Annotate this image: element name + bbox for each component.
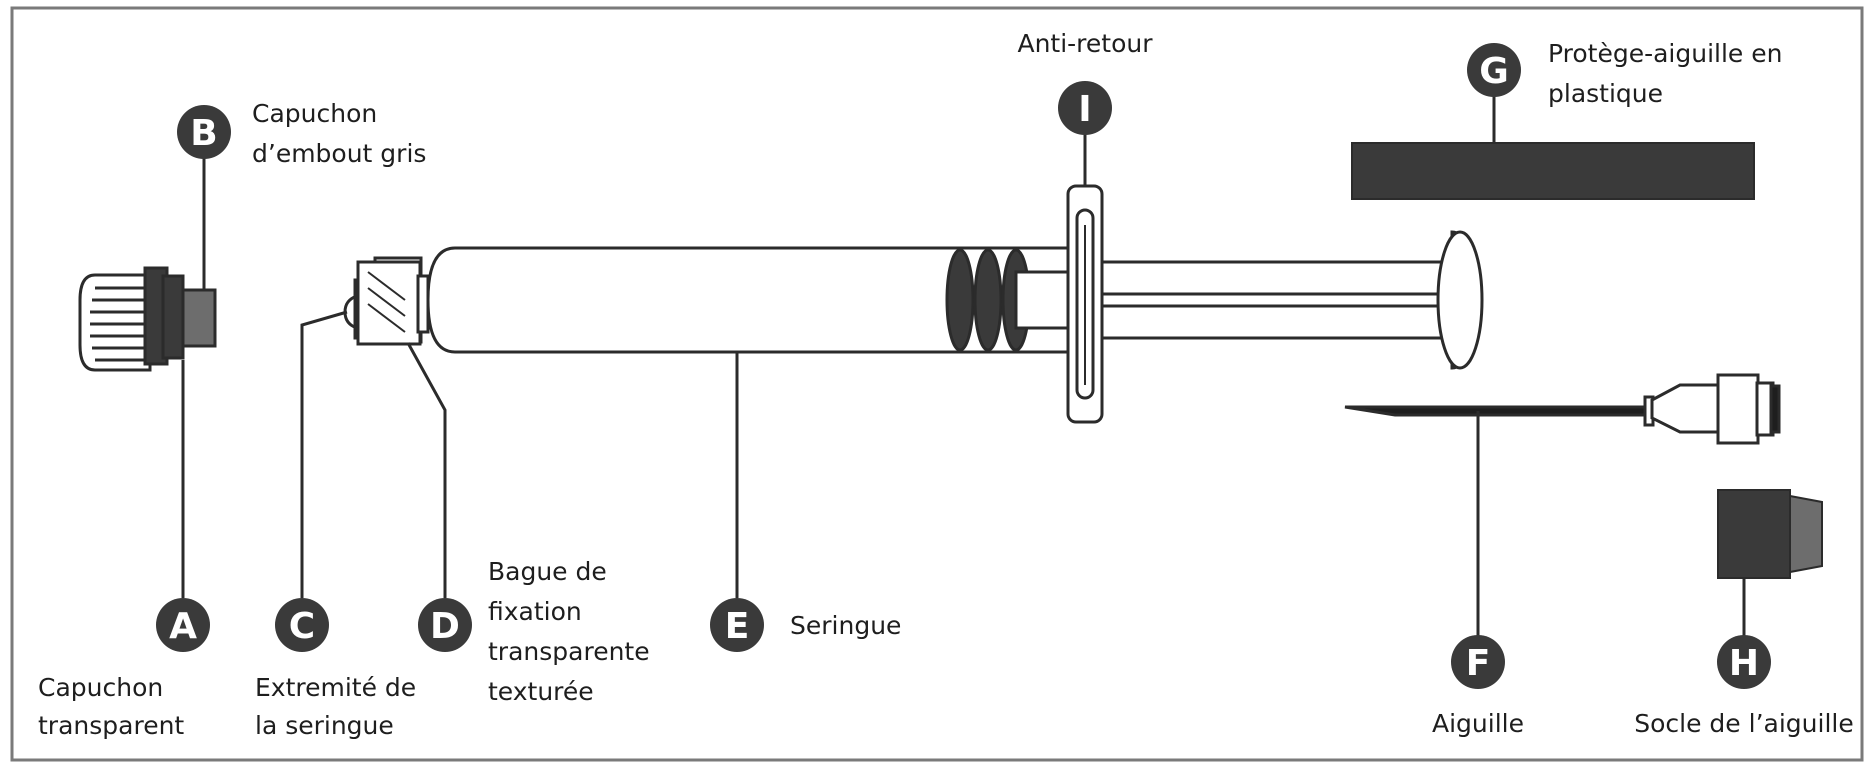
marker-E: E <box>710 598 764 652</box>
marker-G: G <box>1467 43 1521 97</box>
label-D-line-4: texturée <box>488 677 594 706</box>
marker-I-letter: I <box>1078 89 1091 130</box>
label-A: Capuchon transparent <box>38 673 184 740</box>
marker-F-letter: F <box>1466 643 1491 684</box>
label-A-line-1: Capuchon <box>38 673 163 702</box>
marker-G-letter: G <box>1479 51 1509 92</box>
marker-B-letter: B <box>190 113 217 154</box>
label-E-line-1: Seringue <box>790 611 901 640</box>
anti-return-flange <box>1066 184 1104 424</box>
needle <box>1344 373 1781 445</box>
diagram-frame <box>10 6 1864 762</box>
marker-C: C <box>275 598 329 652</box>
syringe-barrel <box>426 246 1078 354</box>
marker-D-letter: D <box>430 606 460 647</box>
marker-I: I <box>1058 81 1112 135</box>
label-G-line-1: Protège-aiguille en <box>1548 39 1783 68</box>
label-D-line-3: transparente <box>488 637 650 666</box>
label-E: Seringue <box>790 611 901 640</box>
marker-D: D <box>418 598 472 652</box>
label-I-line-1: Anti-retour <box>1017 29 1153 58</box>
label-D-line-2: fixation <box>488 597 582 626</box>
marker-A-letter: A <box>169 606 197 647</box>
label-C-line-2: la seringue <box>255 711 394 740</box>
label-G: Protège-aiguille en plastique <box>1548 39 1790 108</box>
needle-shield <box>1351 142 1755 200</box>
marker-E-letter: E <box>725 606 750 647</box>
label-F: Aiguille <box>1432 709 1524 738</box>
marker-H-letter: H <box>1729 643 1759 684</box>
cap-assembly <box>78 266 217 372</box>
label-D-line-1: Bague de <box>488 557 607 586</box>
label-G-line-2: plastique <box>1548 79 1663 108</box>
label-F-line-1: Aiguille <box>1432 709 1524 738</box>
label-H: Socle de l’aiguille <box>1634 709 1853 738</box>
label-C-line-1: Extremité de <box>255 673 416 702</box>
label-B-line-2: d’embout gris <box>252 139 426 168</box>
label-H-line-1: Socle de l’aiguille <box>1634 709 1853 738</box>
marker-B: B <box>177 105 231 159</box>
label-D: Bague de fixation transparente texturée <box>488 557 658 706</box>
syringe-tip-assembly <box>343 256 430 346</box>
label-A-line-2: transparent <box>38 711 184 740</box>
marker-H: H <box>1717 635 1771 689</box>
marker-F: F <box>1451 635 1505 689</box>
marker-C-letter: C <box>289 606 315 647</box>
plunger-rod <box>1073 230 1484 370</box>
label-B-line-1: Capuchon <box>252 99 377 128</box>
label-B: Capuchon d’embout gris <box>252 99 426 168</box>
label-I: Anti-retour <box>1017 29 1153 58</box>
marker-A: A <box>156 598 210 652</box>
label-C: Extremité de la seringue <box>255 673 424 740</box>
needle-base <box>1717 489 1823 579</box>
